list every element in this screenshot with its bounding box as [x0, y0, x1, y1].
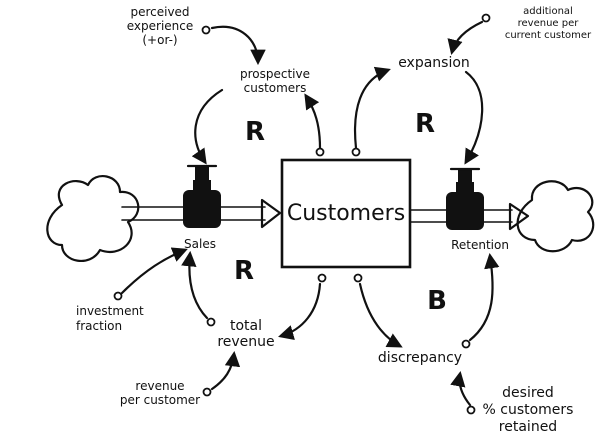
stock-node-top-left [315, 147, 325, 157]
svg-text:prospective: prospective [240, 67, 310, 81]
prospective-customers-variable: prospective customers [240, 67, 310, 95]
retention-valve-icon [446, 167, 484, 230]
expansion-label: expansion [398, 55, 470, 71]
total-revenue-variable: total revenue [206, 317, 275, 350]
link-customers-to-discrepancy [358, 282, 403, 348]
svg-text:retained: retained [499, 419, 557, 435]
loop-r-top-right: R [415, 109, 435, 139]
svg-text:experience: experience [127, 19, 194, 33]
link-additional-to-expansion [447, 20, 484, 55]
inflow-label: Sales [184, 237, 216, 251]
outflow-label: Retention [451, 238, 509, 252]
svg-text:per customer: per customer [120, 393, 200, 407]
svg-text:additional: additional [523, 6, 573, 17]
perceived-experience-variable: perceived experience (+or-) [127, 5, 211, 47]
svg-text:(+or-): (+or-) [142, 33, 177, 47]
stock-box [280, 158, 412, 269]
stock-node-top-right [351, 147, 361, 157]
svg-text:revenue: revenue [135, 379, 184, 393]
svg-text:desired: desired [502, 385, 554, 401]
link-revenue-per-customer-to-total [210, 350, 241, 391]
desired-retention-variable: desired % customers retained [466, 385, 574, 435]
discrepancy-label: discrepancy [378, 350, 462, 366]
link-customers-to-expansion [354, 66, 391, 150]
link-customers-to-prospective [304, 93, 322, 150]
svg-text:current customer: current customer [505, 30, 592, 41]
stock-node-bottom-left [317, 273, 327, 283]
stock-node-bottom-right [353, 273, 363, 283]
svg-text:revenue: revenue [217, 334, 274, 350]
svg-text:fraction: fraction [76, 319, 122, 333]
link-customers-to-total-revenue [278, 282, 322, 341]
link-desired-to-discrepancy [450, 370, 472, 407]
revenue-per-customer-variable: revenue per customer [120, 379, 212, 407]
investment-fraction-variable: investment fraction [76, 291, 144, 333]
link-discrepancy-to-retention [468, 252, 500, 342]
loop-b-bottom-right: B [427, 286, 447, 316]
svg-text:% customers: % customers [483, 402, 574, 418]
link-investment-to-sales [120, 247, 188, 295]
discrepancy-node [461, 339, 471, 349]
loop-r-top-left: R [245, 117, 265, 147]
source-cloud [46, 175, 140, 263]
svg-text:total: total [230, 318, 262, 334]
stock-label: Customers [287, 201, 405, 226]
additional-revenue-variable: additional revenue per current customer [481, 6, 592, 41]
sink-cloud [516, 180, 595, 253]
svg-text:customers: customers [244, 81, 307, 95]
sales-valve-icon [183, 164, 221, 228]
link-expansion-to-retention [464, 70, 484, 165]
link-prospective-to-sales [191, 88, 224, 165]
svg-text:investment: investment [76, 304, 144, 318]
svg-text:revenue per: revenue per [518, 18, 580, 29]
link-experience-to-prospective [210, 25, 266, 66]
loop-r-bottom-left: R [234, 256, 254, 286]
link-total-revenue-to-sales [181, 250, 209, 320]
svg-text:perceived: perceived [130, 5, 189, 19]
